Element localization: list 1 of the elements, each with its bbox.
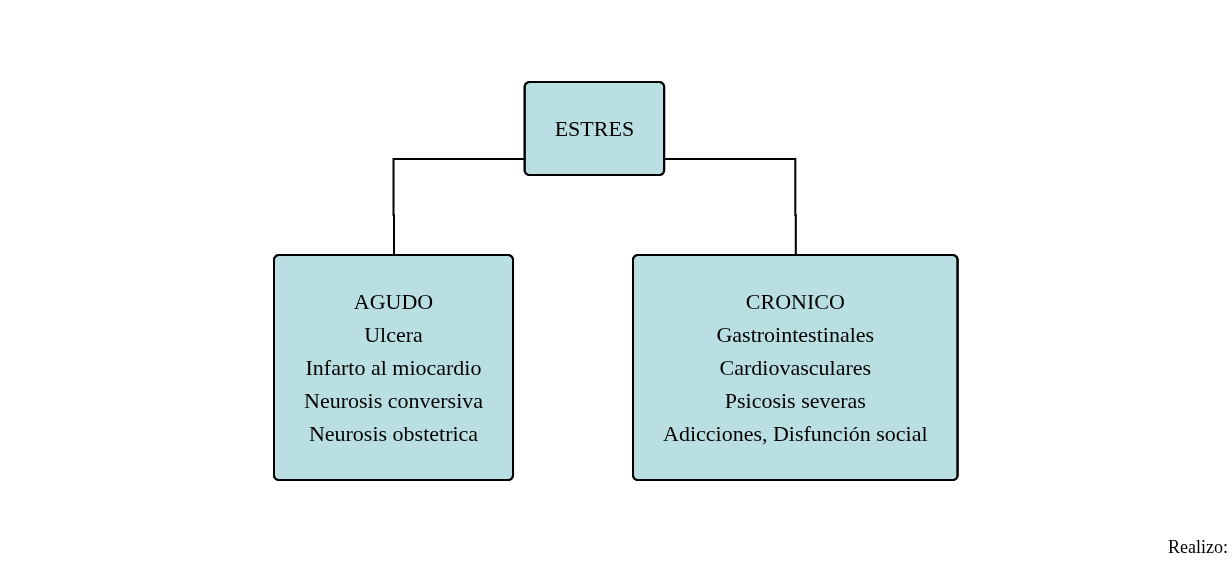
note-text: Realizo:: [1168, 537, 1228, 557]
